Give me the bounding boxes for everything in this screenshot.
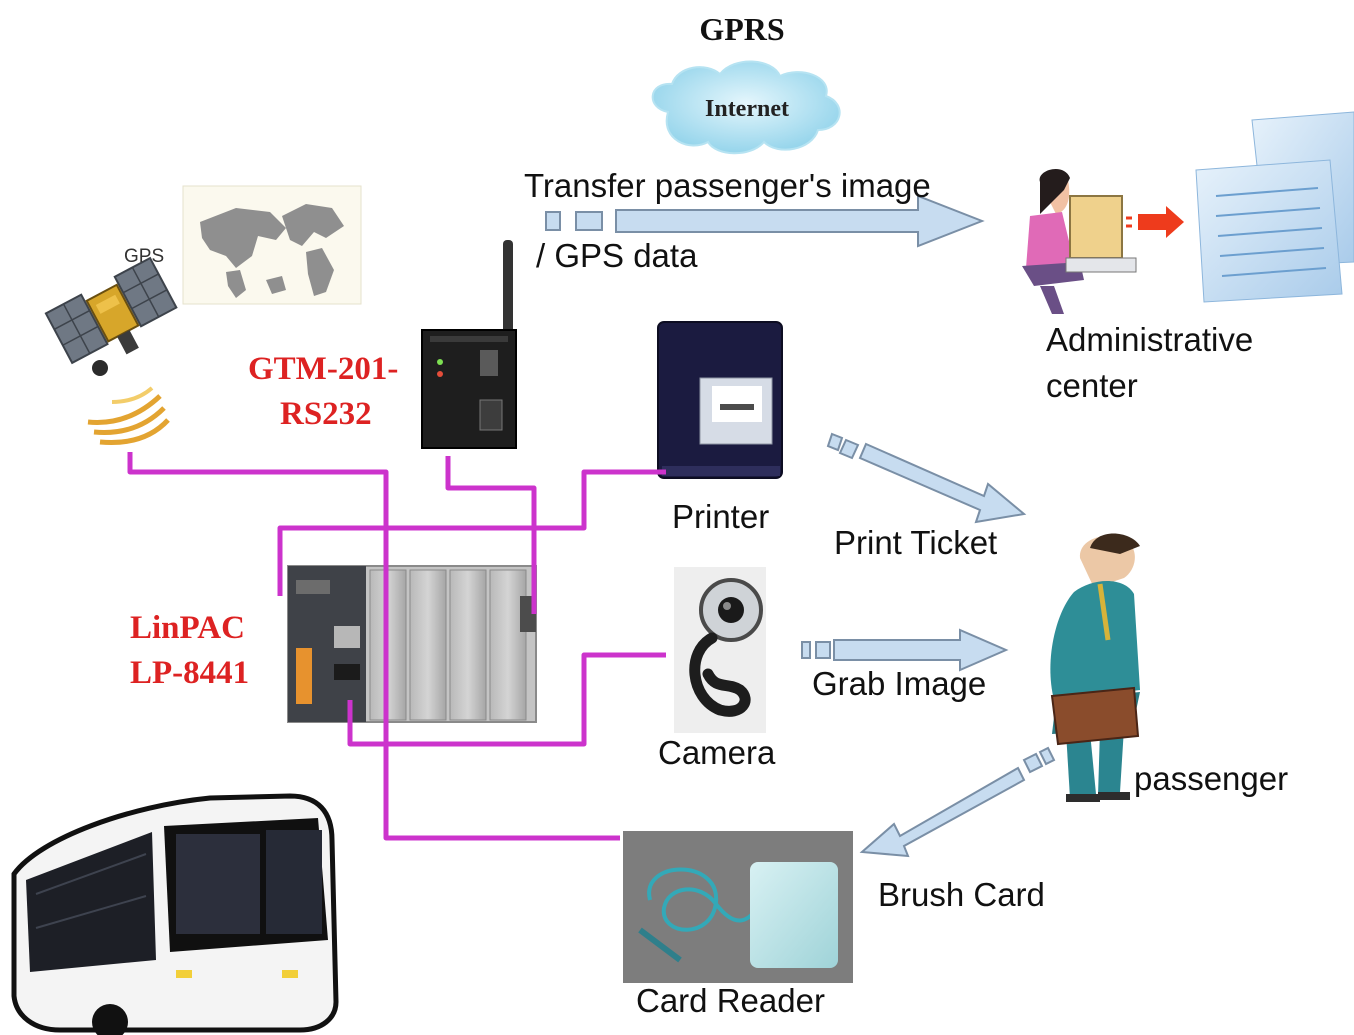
administrator-icon xyxy=(1022,169,1137,314)
printer-icon xyxy=(657,321,783,479)
gtm-label-line2: RS232 xyxy=(280,396,372,432)
brush-card-label: Brush Card xyxy=(878,876,1045,913)
documents-icon xyxy=(1195,111,1354,303)
admin-label-line2: center xyxy=(1046,367,1138,404)
wire-printer-to-linpac xyxy=(277,469,666,596)
card-reader-icon xyxy=(623,831,853,983)
transfer-label-line1: Transfer passenger's image xyxy=(524,167,931,204)
wire-modem-to-linpac xyxy=(445,456,537,614)
internet-label: Internet xyxy=(705,96,789,122)
wire-gps-to-linpac xyxy=(127,452,620,841)
printer-label: Printer xyxy=(672,498,769,535)
admin-label-line1: Administrative xyxy=(1046,321,1253,358)
internet-cloud-icon xyxy=(651,60,841,155)
world-map-icon xyxy=(182,185,362,305)
print-ticket-label: Print Ticket xyxy=(834,524,997,561)
gprs-title: GPRS xyxy=(699,11,784,47)
camera-label: Camera xyxy=(658,734,776,771)
wiring xyxy=(127,452,666,841)
passenger-icon xyxy=(1050,533,1140,802)
print-ticket-arrow xyxy=(826,432,1027,524)
linpac-controller-icon xyxy=(287,565,537,723)
grab-image-arrow xyxy=(801,628,1009,672)
card-reader-label: Card Reader xyxy=(636,982,825,1019)
linpac-label-line2: LP-8441 xyxy=(130,655,249,691)
transfer-arrow xyxy=(545,194,985,248)
grab-image-label: Grab Image xyxy=(812,665,986,702)
alert-arrow-icon xyxy=(1126,206,1184,238)
bus-icon xyxy=(11,793,339,1035)
gtm-201-modem-icon xyxy=(421,240,517,449)
camera-icon xyxy=(674,567,766,733)
wire-camera-to-linpac xyxy=(347,652,666,747)
gps-label: GPS xyxy=(124,246,164,267)
gps-signal-icon xyxy=(87,386,170,446)
passenger-label: passenger xyxy=(1134,760,1288,797)
satellite-icon xyxy=(44,256,178,376)
linpac-label-line1: LinPAC xyxy=(130,610,245,646)
gtm-label-line1: GTM-201- xyxy=(248,351,398,387)
transfer-label-line2: / GPS data xyxy=(536,237,698,274)
brush-card-arrow xyxy=(859,746,1056,858)
